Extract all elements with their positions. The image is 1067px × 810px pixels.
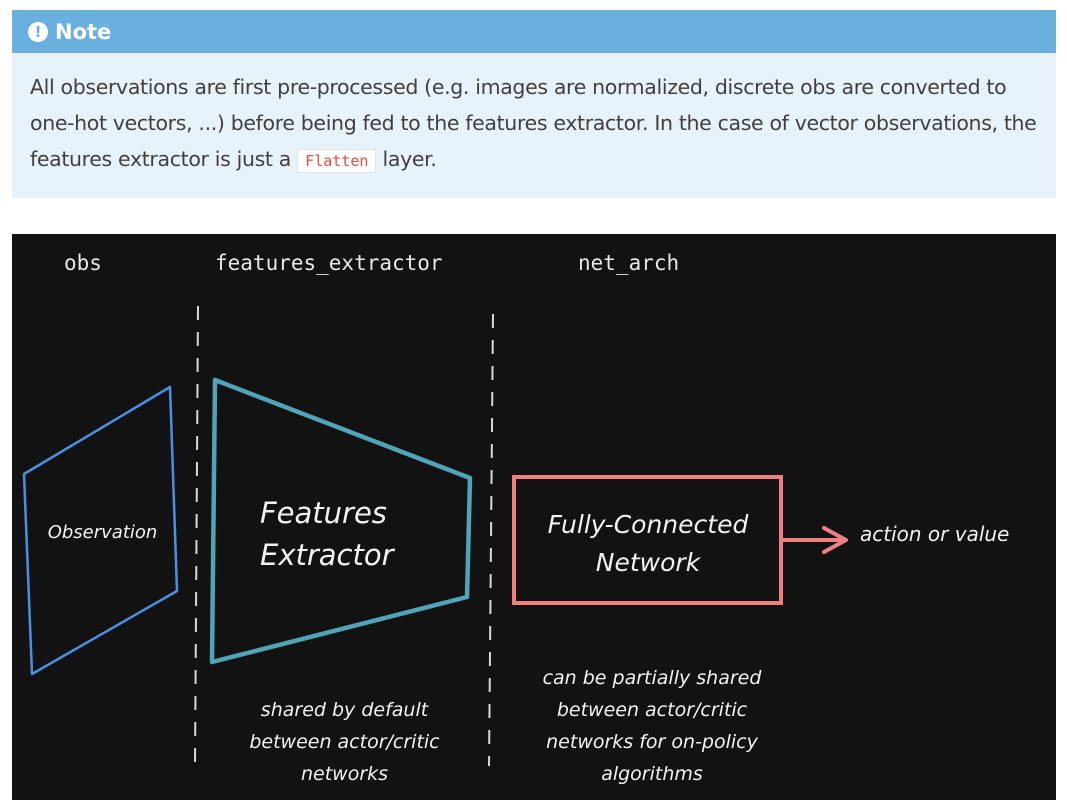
- architecture-diagram: obs features_extractor net_arch Observat…: [12, 234, 1056, 800]
- flatten-code: Flatten: [297, 149, 377, 173]
- note-admonition: ! Note All observations are first pre-pr…: [12, 10, 1056, 198]
- network-caption: can be partially shared between actor/cr…: [502, 662, 802, 790]
- network-caption-line-1: can be partially shared: [542, 667, 762, 689]
- output-label: action or value: [860, 522, 1010, 546]
- network-caption-line-4: algorithms: [601, 763, 703, 785]
- note-title-bar: ! Note: [12, 10, 1056, 53]
- extractor-caption: shared by default between actor/critic n…: [212, 694, 477, 790]
- header-features-extractor: features_extractor: [215, 251, 443, 275]
- header-obs: obs: [64, 251, 102, 275]
- network-label: Fully-Connected Network: [518, 506, 778, 582]
- observation-label: Observation: [47, 522, 158, 543]
- features-extractor-shape: [209, 377, 473, 665]
- separator-line-left: [194, 305, 199, 767]
- note-text-before: All observations are first pre-processed…: [30, 75, 1037, 171]
- note-body: All observations are first pre-processed…: [12, 53, 1056, 179]
- extractor-caption-line-2: between actor/critic: [249, 731, 440, 753]
- separator-line-right: [488, 313, 494, 767]
- note-text-after: layer.: [376, 147, 437, 171]
- network-label-line1: Fully-Connected: [547, 510, 749, 539]
- diagram-shapes: [22, 305, 848, 767]
- observation-shape: [22, 385, 179, 676]
- exclamation-circle-icon: !: [28, 21, 48, 42]
- features-extractor-label-line2: Extractor: [260, 538, 394, 572]
- network-caption-line-3: networks for on-policy: [546, 731, 758, 753]
- network-caption-line-2: between actor/critic: [556, 699, 748, 721]
- features-extractor-label: Features Extractor: [260, 492, 394, 576]
- extractor-caption-line-1: shared by default: [260, 699, 429, 721]
- features-extractor-label-line1: Features: [260, 496, 387, 530]
- header-net-arch: net_arch: [578, 251, 680, 275]
- network-label-line2: Network: [595, 548, 701, 577]
- extractor-caption-line-3: networks: [300, 763, 389, 785]
- note-title: Note: [55, 19, 112, 44]
- output-arrow-head: [822, 526, 848, 554]
